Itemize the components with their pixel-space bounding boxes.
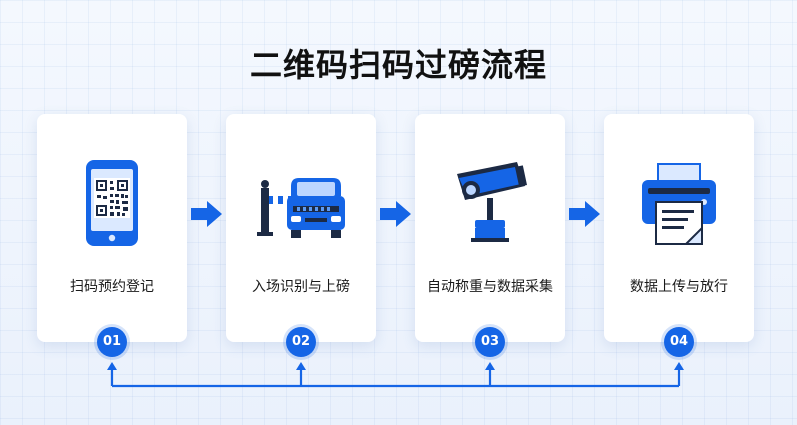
step-number-badge: 01 xyxy=(97,327,127,357)
step-card-3: 自动称重与数据采集 xyxy=(415,114,565,342)
arrow-right-icon xyxy=(567,200,601,228)
arrow-right-icon xyxy=(189,200,223,228)
camera-icon xyxy=(415,156,565,248)
step-label: 数据上传与放行 xyxy=(630,279,728,295)
truck-barrier-icon xyxy=(226,156,376,248)
step-number-badge: 04 xyxy=(664,327,694,357)
page-title: 二维码扫码过磅流程 xyxy=(249,46,547,84)
step-label: 扫码预约登记 xyxy=(70,279,154,295)
step-label: 自动称重与数据采集 xyxy=(427,279,553,295)
step-card-1: 扫码预约登记 xyxy=(37,114,187,342)
step-number-badge: 03 xyxy=(475,327,505,357)
step-number-badge: 02 xyxy=(286,327,316,357)
step-label: 入场识别与上磅 xyxy=(252,279,350,295)
qr-phone-icon xyxy=(37,156,187,248)
arrow-right-icon xyxy=(378,200,412,228)
step-card-2: 入场识别与上磅 xyxy=(226,114,376,342)
step-card-4: 数据上传与放行 xyxy=(604,114,754,342)
printer-icon xyxy=(604,156,754,248)
